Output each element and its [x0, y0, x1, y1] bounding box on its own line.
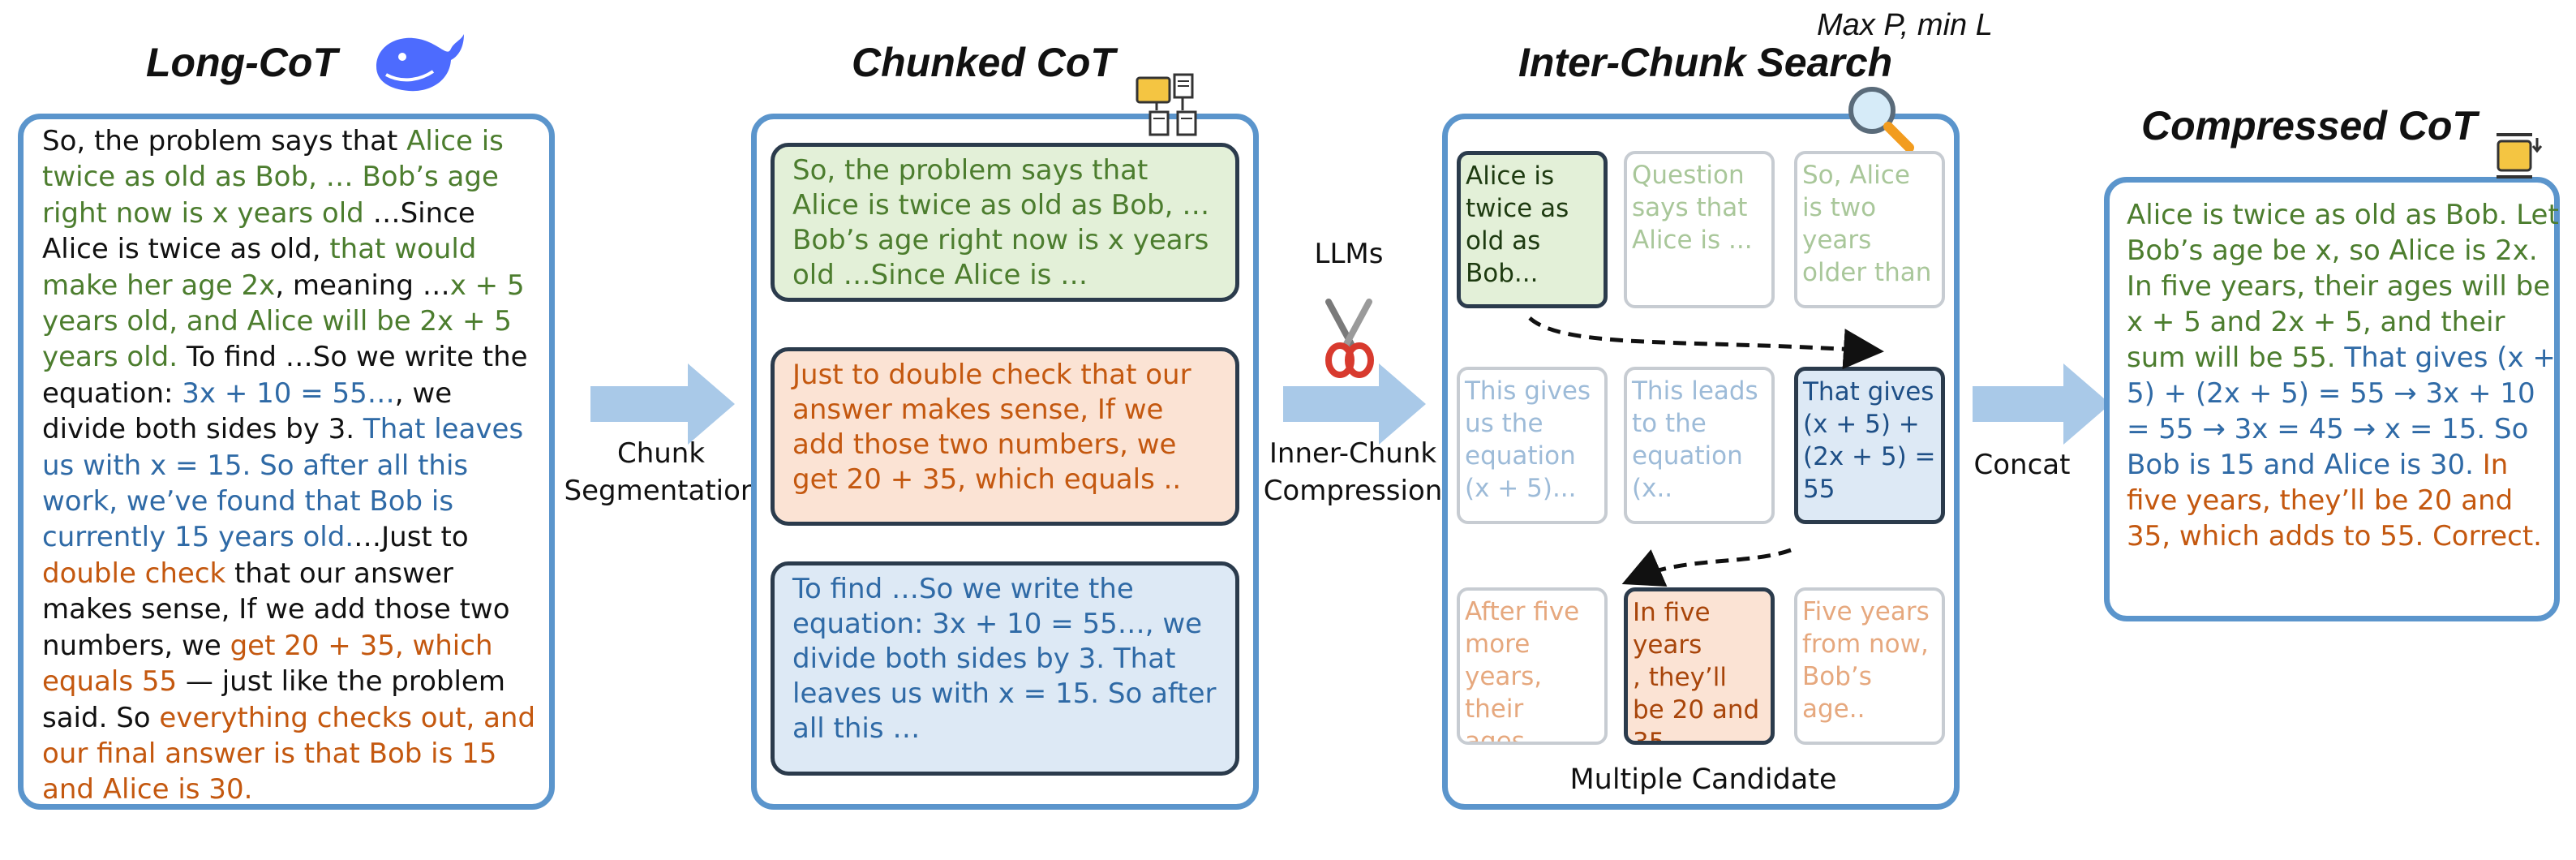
- text-segment: Alice is twice as old as Bob, … Bob’s ag…: [42, 125, 504, 230]
- text-segment: — just like the problem said. So: [42, 665, 505, 734]
- chunk-green: So, the problem says that Alice is twice…: [771, 143, 1239, 302]
- text-segment: In five years, they’ll be 20 and 35, whi…: [2127, 449, 2542, 553]
- text-segment: double check: [42, 557, 226, 590]
- candidate-card: Question says that Alice is ...: [1624, 151, 1775, 308]
- candidate-card: Five years from now, Bob’s age..: [1794, 587, 1945, 745]
- candidate-card: Alice is twice as old as Bob...: [1457, 151, 1608, 308]
- text-segment: That gives (x + 5) + (2x + 5) = 55 → 3x …: [2127, 342, 2556, 481]
- candidate-card: So, Alice is two years older than ...: [1794, 151, 1945, 308]
- long-cot-title: Long-CoT: [146, 40, 338, 85]
- text-segment: , meaning …: [275, 269, 450, 302]
- llms-label: LLMs: [1314, 238, 1384, 270]
- candidate-card: This gives us the equation (x + 5)...: [1457, 367, 1608, 524]
- search-path-arrows: [1528, 316, 1884, 587]
- text-segment: 3x + 10 = 55…: [182, 376, 395, 410]
- objective-label: Max P, min L: [1817, 8, 1993, 42]
- multiple-candidate-label: Multiple Candidate: [1569, 763, 1837, 796]
- inter-chunk-search-title: Inter-Chunk Search: [1518, 40, 1893, 85]
- candidate-card: In five years , they’ll be 20 and 35...: [1624, 587, 1775, 745]
- whale-icon: [376, 34, 464, 92]
- text-segment: That leaves us with x = 15. So after all…: [42, 413, 524, 554]
- text-segment: x + 5 years old, and Alice will be 2x + …: [42, 269, 525, 374]
- text-segment: …Just to: [354, 521, 469, 554]
- inner-chunk-compression-label: Inner-Chunk Compression: [1263, 437, 1443, 507]
- text-segment: To find …So we write the equation:: [42, 341, 528, 410]
- segmentation-arrow: [590, 363, 735, 445]
- long-cot-panel: [18, 114, 555, 810]
- chunk-blue: To find …So we write the equation: 3x + …: [771, 561, 1239, 776]
- text-segment: everything checks out, and our final ans…: [42, 701, 536, 806]
- compressed-cot-panel: [2104, 177, 2560, 621]
- magnifier-icon: [1848, 87, 1914, 153]
- text-segment: Alice is twice as old as Bob. Let Bob’s …: [2127, 199, 2559, 374]
- compressed-cot-title: Compressed CoT: [2141, 103, 2477, 148]
- chunk-segmentation-label: Chunk Segmentation: [564, 437, 758, 507]
- folder-files-icon: [1136, 73, 1197, 136]
- scissors-icon: [1325, 299, 1374, 378]
- candidate-card: After five more years, their ages...: [1457, 587, 1608, 745]
- candidate-card: This leads to the equation (x..: [1624, 367, 1775, 524]
- concat-label: Concat: [1973, 449, 2071, 481]
- long-cot-text: So, the problem says that Alice is twice…: [42, 123, 542, 808]
- text-segment: get 20 + 35, which equals 55: [42, 629, 493, 699]
- text-segment: , we divide both sides by 3.: [42, 376, 453, 446]
- text-segment: that our answer makes sense, If we add t…: [42, 557, 510, 662]
- text-segment: …Since Alice is twice as old,: [42, 196, 475, 266]
- text-segment: So, the problem says that: [42, 125, 407, 157]
- chunk-orange: Just to double check that our answer mak…: [771, 347, 1239, 526]
- concat-arrow: [1973, 363, 2110, 445]
- compression-arrow: [1283, 363, 1426, 445]
- compress-icon: [2497, 133, 2543, 178]
- text-segment: that would make her age 2x: [42, 233, 477, 302]
- chunked-cot-title: Chunked CoT: [852, 40, 1115, 85]
- compressed-cot-text: Alice is twice as old as Bob. Let Bob’s …: [2127, 197, 2565, 554]
